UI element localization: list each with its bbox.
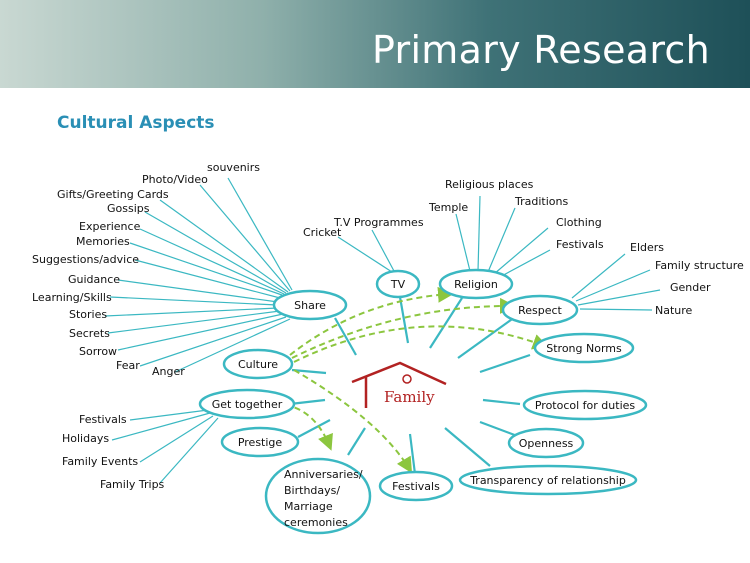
node-label-strong-norms: Strong Norms	[546, 342, 622, 355]
node-label-anniversaries-4: ceremonies	[284, 516, 348, 529]
leaf-label: Temple	[428, 201, 468, 214]
leaf-label: Stories	[69, 308, 107, 321]
node-religion	[438, 268, 514, 300]
leaf-label: Secrets	[69, 327, 110, 340]
leaf-label: Sorrow	[79, 345, 117, 358]
leaf-label: Cricket	[303, 226, 342, 239]
culture-arrows	[284, 286, 549, 474]
leaf-label: Gossips	[107, 202, 150, 215]
node-label-anniversaries-3: Marriage	[284, 500, 333, 513]
node-label-anniversaries-2: Birthdays/	[284, 484, 340, 497]
leaf-label: Traditions	[514, 195, 568, 208]
leaf-label: Fear	[116, 359, 140, 372]
node-label-respect: Respect	[518, 304, 562, 317]
leaf-label: T.V Programmes	[333, 216, 424, 229]
leaf-label: Family Events	[62, 455, 138, 468]
section-subtitle: Cultural Aspects	[57, 113, 215, 133]
node-prestige	[220, 426, 300, 458]
node-transparency	[458, 464, 638, 496]
leaf-label: Gifts/Greeting Cards	[57, 188, 169, 201]
leaf-label: Anger	[152, 365, 185, 378]
node-label-openness: Openness	[519, 437, 574, 450]
leaf-label: Festivals	[79, 413, 127, 426]
leaf-label: Memories	[76, 235, 130, 248]
node-festivals	[378, 470, 454, 502]
leaf-label: Suggestions/advice	[32, 253, 139, 266]
page-title: Primary Research	[371, 28, 710, 72]
share-leaf-labels: souvenirs Photo/Video Gifts/Greeting Car…	[32, 161, 260, 378]
node-label-culture: Culture	[238, 358, 278, 371]
node-get-together	[198, 388, 296, 420]
node-label-protocol: Protocol for duties	[535, 399, 636, 412]
leaf-label: Festivals	[556, 238, 604, 251]
family-label: Family	[384, 388, 435, 406]
leaf-label: Guidance	[68, 273, 120, 286]
node-respect	[501, 294, 579, 326]
node-label-share: Share	[294, 299, 326, 312]
node-tv	[375, 269, 421, 299]
node-label-festivals: Festivals	[392, 480, 440, 493]
leaf-label: Experience	[79, 220, 141, 233]
node-label-anniversaries-1: Anniversaries/	[284, 468, 363, 481]
node-culture	[222, 348, 294, 380]
node-label-religion: Religion	[454, 278, 498, 291]
leaf-label: Religious places	[445, 178, 534, 191]
node-anniversaries	[264, 457, 372, 535]
leaf-label: Clothing	[556, 216, 602, 229]
leaf-label: Family structure	[655, 259, 744, 272]
leaf-label: Nature	[655, 304, 693, 317]
leaf-label: Gender	[670, 281, 711, 294]
family-spokes	[289, 296, 531, 475]
leaf-label: Family Trips	[100, 478, 165, 491]
leaf-label: Photo/Video	[142, 173, 208, 186]
house-icon	[351, 361, 447, 408]
node-openness	[507, 427, 585, 459]
leaf-label: souvenirs	[207, 161, 260, 174]
share-leaf-lines	[104, 177, 293, 373]
node-label-tv: TV	[390, 278, 406, 291]
node-label-prestige: Prestige	[238, 436, 283, 449]
node-share	[272, 289, 348, 321]
node-strong-norms	[533, 332, 635, 364]
leaf-label: Elders	[630, 241, 664, 254]
node-label-transparency: Transparency of relationship	[469, 474, 626, 487]
header-banner: Primary Research	[0, 0, 750, 88]
node-protocol	[522, 389, 648, 421]
node-label-get-together: Get together	[212, 398, 283, 411]
leaf-label: Learning/Skills	[32, 291, 112, 304]
leaf-label: Holidays	[62, 432, 109, 445]
